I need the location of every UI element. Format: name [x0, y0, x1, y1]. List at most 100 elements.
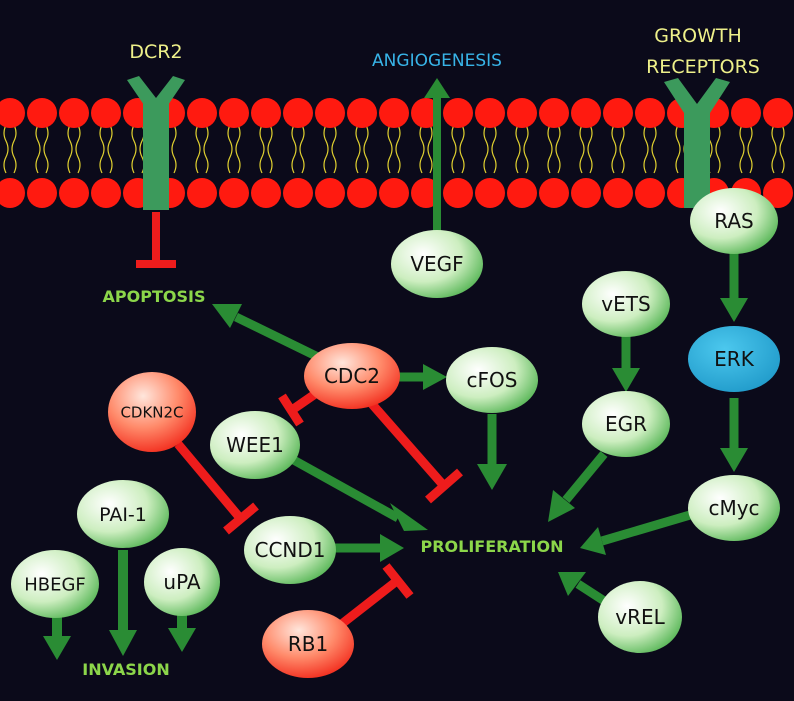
- lipid-head: [283, 178, 313, 208]
- node-hbegf-shape: [11, 550, 99, 618]
- node-vegf-shape: [391, 230, 483, 298]
- node-cdkn2c-shape: [108, 372, 196, 452]
- lipid-head: [475, 98, 505, 128]
- node-hbegf-label: HBEGF: [24, 574, 86, 595]
- lipid-tail: [579, 124, 593, 174]
- cdc2-inhibits-proliferation: [368, 401, 463, 504]
- lipid-head: [571, 98, 601, 128]
- lipid-head: [251, 98, 281, 128]
- lipid-head: [571, 178, 601, 208]
- node-erk-label: ERK: [714, 347, 755, 371]
- lipid-head: [91, 178, 121, 208]
- node-cfos-label: cFOS: [467, 368, 518, 392]
- lipid-head: [347, 178, 377, 208]
- node-ras-shape: [690, 188, 778, 254]
- node-rb1-shape: [262, 610, 354, 678]
- lipid-head: [283, 98, 313, 128]
- node-wee1: WEE1: [210, 411, 300, 479]
- lipid-head: [219, 98, 249, 128]
- node-cfos-shape: [446, 347, 538, 413]
- growth-receptors-label-line2: RECEPTORS: [646, 56, 760, 78]
- node-vets-shape: [582, 271, 670, 337]
- lipid-head: [507, 98, 537, 128]
- node-rb1: RB1: [262, 610, 354, 678]
- rb1-inhibits-proliferation: [331, 563, 414, 634]
- cdc2-to-cfos-arrow: [398, 364, 447, 390]
- lipid-head: [347, 98, 377, 128]
- dcr2-receptor: [127, 76, 185, 210]
- apoptosis-label: APOPTOSIS: [103, 287, 206, 306]
- lipid-head: [379, 178, 409, 208]
- lipid-head: [251, 178, 281, 208]
- node-cdc2: CDC2: [304, 343, 400, 409]
- node-pai1-label: PAI-1: [99, 504, 147, 526]
- ccnd1-to-proliferation-arrow: [334, 534, 404, 562]
- cdkn2c-inhibits-ccnd1: [174, 441, 259, 535]
- node-upa: uPA: [144, 548, 220, 616]
- node-egr-label: EGR: [605, 412, 647, 436]
- lipid-head: [315, 98, 345, 128]
- node-wee1-shape: [210, 411, 300, 479]
- node-egr: EGR: [582, 391, 670, 457]
- lipid-head: [187, 178, 217, 208]
- lipid-tail: [99, 124, 113, 174]
- node-ccnd1-label: CCND1: [254, 538, 325, 562]
- node-cmyc: cMyc: [688, 475, 780, 541]
- lipid-tail: [419, 124, 433, 174]
- lipid-head: [219, 178, 249, 208]
- node-hbegf: HBEGF: [11, 550, 99, 618]
- proliferation-label: PROLIFERATION: [421, 537, 564, 556]
- node-upa-shape: [144, 548, 220, 616]
- lipid-head: [59, 98, 89, 128]
- node-vrel-label: vREL: [615, 605, 665, 629]
- node-egr-shape: [582, 391, 670, 457]
- erk-to-cmyc-arrow: [720, 398, 748, 472]
- lipid-tail: [35, 124, 49, 174]
- lipid-head: [475, 178, 505, 208]
- lipid-tail: [323, 124, 337, 174]
- vets-to-egr-arrow: [612, 336, 640, 392]
- lipid-tail: [643, 124, 657, 174]
- egr-to-proliferation-arrow: [548, 451, 608, 522]
- lipid-tail: [3, 124, 17, 174]
- lipid-head: [0, 178, 25, 208]
- node-upa-label: uPA: [163, 570, 200, 594]
- lipid-head: [59, 178, 89, 208]
- cdc2-to-apoptosis-arrow: [212, 304, 320, 362]
- node-ras-label: RAS: [714, 209, 753, 233]
- lipid-head: [379, 98, 409, 128]
- node-vets-label: vETS: [601, 292, 650, 316]
- dcr2-inhibits-apoptosis: [136, 212, 176, 268]
- node-rb1-label: RB1: [288, 632, 328, 656]
- vegf-to-angiogenesis-arrow: [424, 78, 450, 232]
- lipid-head: [507, 178, 537, 208]
- node-cdc2-shape: [304, 343, 400, 409]
- lipid-head: [27, 98, 57, 128]
- lipid-head: [763, 178, 793, 208]
- node-pai1-shape: [77, 480, 169, 548]
- lipid-head: [0, 98, 25, 128]
- node-vrel: vREL: [598, 581, 682, 653]
- node-ras: RAS: [690, 188, 778, 254]
- lipid-tail: [387, 124, 401, 174]
- lipid-head: [27, 178, 57, 208]
- pai1-to-invasion-arrow: [109, 550, 137, 656]
- node-ccnd1: CCND1: [244, 516, 336, 584]
- lipid-tail: [547, 124, 561, 174]
- node-erk: ERK: [688, 326, 780, 392]
- lipid-tail: [483, 124, 497, 174]
- lipid-tail: [195, 124, 209, 174]
- invasion-label: INVASION: [82, 660, 170, 679]
- lipid-head: [443, 98, 473, 128]
- lipid-tail: [611, 124, 625, 174]
- lipid-head: [763, 98, 793, 128]
- lipid-head: [539, 98, 569, 128]
- lipid-tail: [451, 124, 465, 174]
- node-cmyc-label: cMyc: [708, 496, 759, 520]
- lipid-head: [635, 98, 665, 128]
- node-wee1-label: WEE1: [226, 433, 284, 457]
- lipid-tail: [771, 124, 785, 174]
- lipid-head: [731, 98, 761, 128]
